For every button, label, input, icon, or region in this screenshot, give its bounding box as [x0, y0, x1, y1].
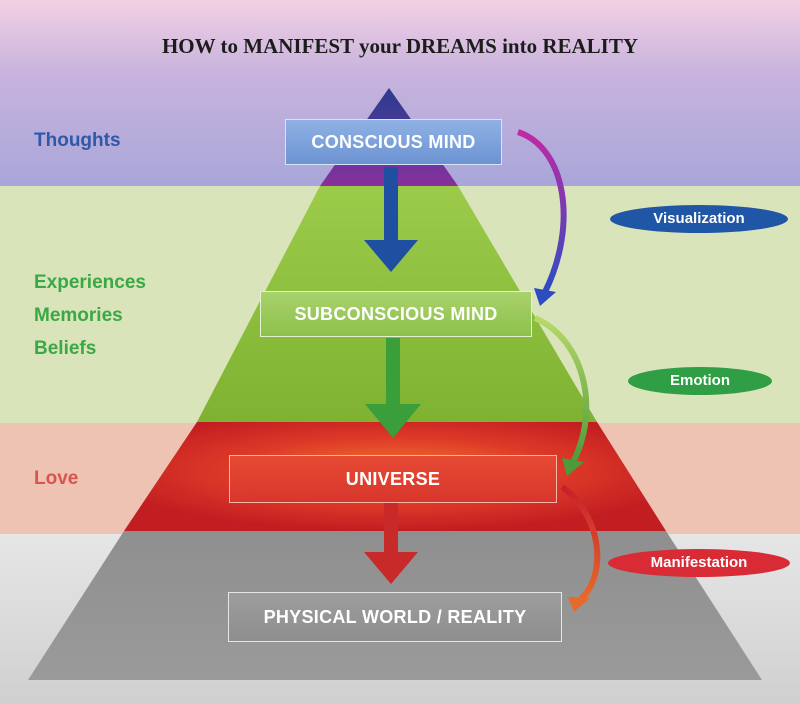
label-beliefs: Beliefs	[34, 338, 97, 359]
label-memories: Memories	[34, 305, 123, 326]
arrow-down-blue	[364, 167, 418, 272]
arrow-down-green	[365, 338, 421, 438]
label-love: Love	[34, 468, 79, 489]
box-conscious-mind: CONSCIOUS MIND	[285, 119, 502, 165]
label-experiences: Experiences	[34, 272, 146, 293]
diagram-title: HOW to MANIFEST your DREAMS into REALITY	[161, 34, 639, 58]
badge-visualization: Visualization	[610, 205, 788, 233]
badge-manifestation: Manifestation	[608, 549, 790, 577]
arrow-down-red	[364, 502, 418, 584]
curved-arrow-visualization	[516, 129, 567, 306]
box-universe: UNIVERSE	[229, 455, 557, 503]
box-physical-world: PHYSICAL WORLD / REALITY	[228, 592, 562, 642]
badge-emotion: Emotion	[628, 367, 772, 395]
box-subconscious-mind: SUBCONSCIOUS MIND	[260, 291, 532, 337]
label-thoughts: Thoughts	[34, 130, 121, 151]
curved-arrow-manifestation	[560, 484, 601, 612]
curved-arrow-emotion	[533, 315, 590, 476]
